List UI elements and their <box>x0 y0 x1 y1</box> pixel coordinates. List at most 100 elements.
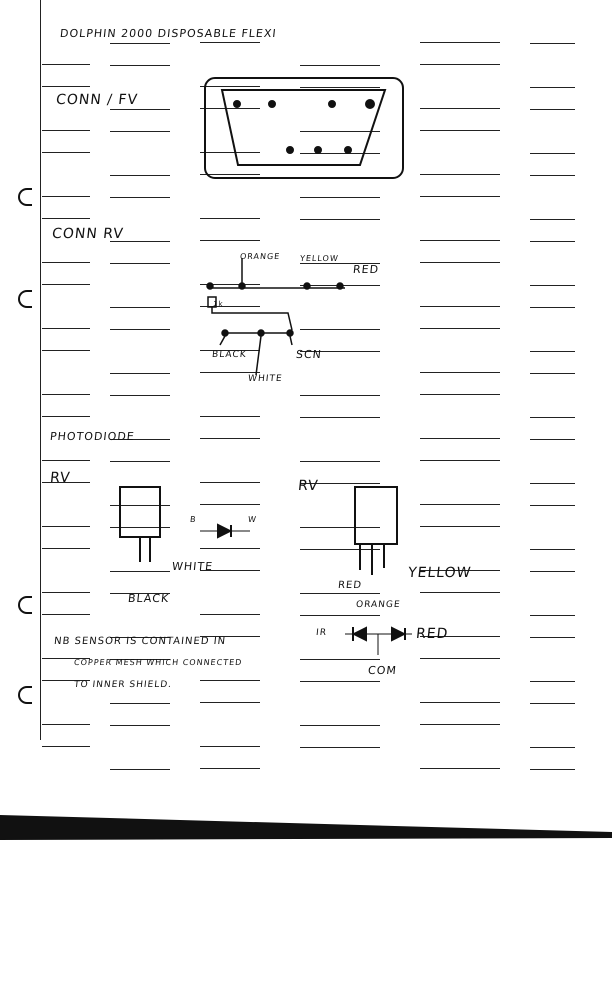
conn-fv-label: CONN / FV <box>55 92 139 108</box>
ruled-line <box>420 328 500 329</box>
ruled-line <box>530 43 575 44</box>
lead-label: RED <box>337 580 363 591</box>
ruled-line <box>42 130 90 131</box>
ruled-line <box>530 505 575 506</box>
ruled-line <box>42 460 90 461</box>
ruled-line <box>200 42 260 43</box>
ruled-line <box>200 86 260 87</box>
ruled-line <box>530 109 575 110</box>
ruled-line <box>530 549 575 550</box>
ruled-line <box>420 636 500 637</box>
ruled-line <box>300 461 380 462</box>
ruled-line <box>110 109 170 110</box>
ruled-line <box>110 175 170 176</box>
ruled-line <box>530 637 575 638</box>
ruled-line <box>110 725 170 726</box>
ruled-line <box>420 130 500 131</box>
ruled-line <box>42 262 90 263</box>
pin-label: YELLOW <box>299 254 340 263</box>
ruled-line <box>200 702 260 703</box>
ruled-line <box>420 262 500 263</box>
ruled-line <box>530 153 575 154</box>
ruled-line <box>200 174 260 175</box>
ruled-line <box>110 593 170 594</box>
ruled-line <box>42 394 90 395</box>
ruled-line <box>200 438 260 439</box>
diode-end-label: W <box>247 515 258 524</box>
ruled-line <box>420 108 500 109</box>
ruled-line <box>300 483 380 484</box>
ruled-line <box>42 592 90 593</box>
ruled-line <box>300 593 380 594</box>
lead-label: YELLOW <box>407 565 473 581</box>
ruled-line <box>530 483 575 484</box>
ruled-line <box>200 636 260 637</box>
ruled-line <box>200 350 260 351</box>
ruled-line <box>110 329 170 330</box>
ruled-line <box>110 659 170 660</box>
ruled-line <box>300 527 380 528</box>
ruled-line <box>42 526 90 527</box>
ruled-line <box>530 681 575 682</box>
pin-label: WHITE <box>247 374 284 384</box>
ruled-line <box>420 504 500 505</box>
ruled-line <box>110 439 170 440</box>
ruled-line <box>110 571 170 572</box>
binder-hole <box>18 686 32 704</box>
ruled-line <box>42 724 90 725</box>
note-line: TO INNER SHIELD. <box>73 680 173 690</box>
diode-label: IR <box>315 628 328 638</box>
ruled-line <box>200 570 260 571</box>
resistor-label: 1k <box>212 300 224 308</box>
ruled-line <box>42 482 90 483</box>
ruled-line <box>200 218 260 219</box>
ruled-line <box>420 372 500 373</box>
fv-connector-drawing <box>204 77 404 179</box>
ruled-line <box>420 702 500 703</box>
ruled-line <box>42 614 90 615</box>
ruled-line <box>42 152 90 153</box>
ruled-line <box>530 439 575 440</box>
ruled-line <box>420 592 500 593</box>
ruled-line <box>300 747 380 748</box>
ruled-line <box>200 306 260 307</box>
ruled-line <box>200 768 260 769</box>
ruled-line <box>530 351 575 352</box>
ruled-line <box>110 461 170 462</box>
ruled-line <box>530 417 575 418</box>
rv-connector-drawing <box>206 258 345 376</box>
ruled-line <box>110 263 170 264</box>
ruled-line <box>420 174 500 175</box>
ruled-line <box>530 571 575 572</box>
ruled-line <box>530 747 575 748</box>
ruled-line <box>42 746 90 747</box>
ruled-line <box>420 240 500 241</box>
ruled-line <box>200 152 260 153</box>
ruled-line <box>300 681 380 682</box>
ruled-line <box>110 637 170 638</box>
ruled-line <box>300 131 380 132</box>
pin-label: SCN <box>295 348 323 361</box>
ruled-line <box>42 196 90 197</box>
ruled-line <box>420 64 500 65</box>
photodiode-heading: PHOTODIODE <box>49 430 136 443</box>
ruled-line <box>42 350 90 351</box>
note-line: COPPER MESH WHICH CONNECTED <box>73 658 243 667</box>
ruled-line <box>200 548 260 549</box>
ruled-line <box>110 505 170 506</box>
ruled-line <box>300 549 380 550</box>
ruled-line <box>420 460 500 461</box>
ruled-line <box>110 241 170 242</box>
conn-rv-label: CONN RV <box>51 226 125 242</box>
ruled-line <box>420 658 500 659</box>
lead-label: BLACK <box>127 592 170 605</box>
pin-label: RED <box>352 263 380 276</box>
note-line: NB SENSOR IS CONTAINED IN <box>53 636 227 647</box>
ruled-line <box>420 394 500 395</box>
ruled-line <box>530 307 575 308</box>
ruled-line <box>300 615 380 616</box>
ruled-line <box>300 659 380 660</box>
ruled-line <box>420 526 500 527</box>
ruled-line <box>300 87 380 88</box>
